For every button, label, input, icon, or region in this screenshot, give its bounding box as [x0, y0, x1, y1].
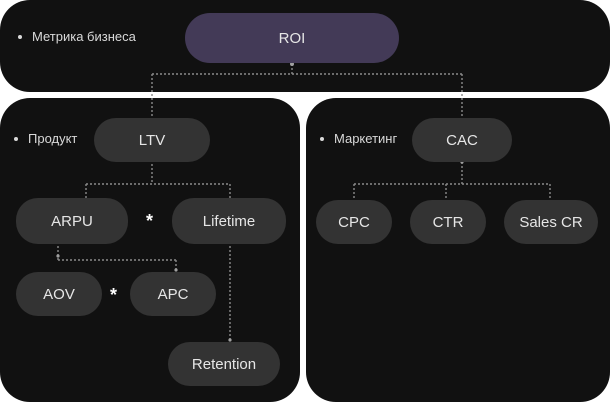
- node-arpu[interactable]: ARPU: [16, 198, 128, 244]
- node-ltv[interactable]: LTV: [94, 118, 210, 162]
- multiply-operator: *: [110, 285, 118, 305]
- section-label-marketing: Маркетинг: [320, 131, 397, 146]
- node-ctr[interactable]: CTR: [410, 200, 486, 244]
- multiply-operator: *: [146, 211, 154, 231]
- node-sales-cr[interactable]: Sales CR: [504, 200, 598, 244]
- node-aov[interactable]: AOV: [16, 272, 102, 316]
- node-retention[interactable]: Retention: [168, 342, 280, 386]
- node-roi[interactable]: ROI: [185, 13, 399, 63]
- bullet-icon: [14, 136, 18, 141]
- section-label-product: Продукт: [14, 131, 77, 146]
- section-label-business: Метрика бизнеса: [18, 29, 136, 44]
- node-apc[interactable]: APC: [130, 272, 216, 316]
- node-cac[interactable]: CAC: [412, 118, 512, 162]
- bullet-icon: [320, 136, 324, 141]
- node-lifetime[interactable]: Lifetime: [172, 198, 286, 244]
- node-cpc[interactable]: CPC: [316, 200, 392, 244]
- bullet-icon: [18, 34, 22, 39]
